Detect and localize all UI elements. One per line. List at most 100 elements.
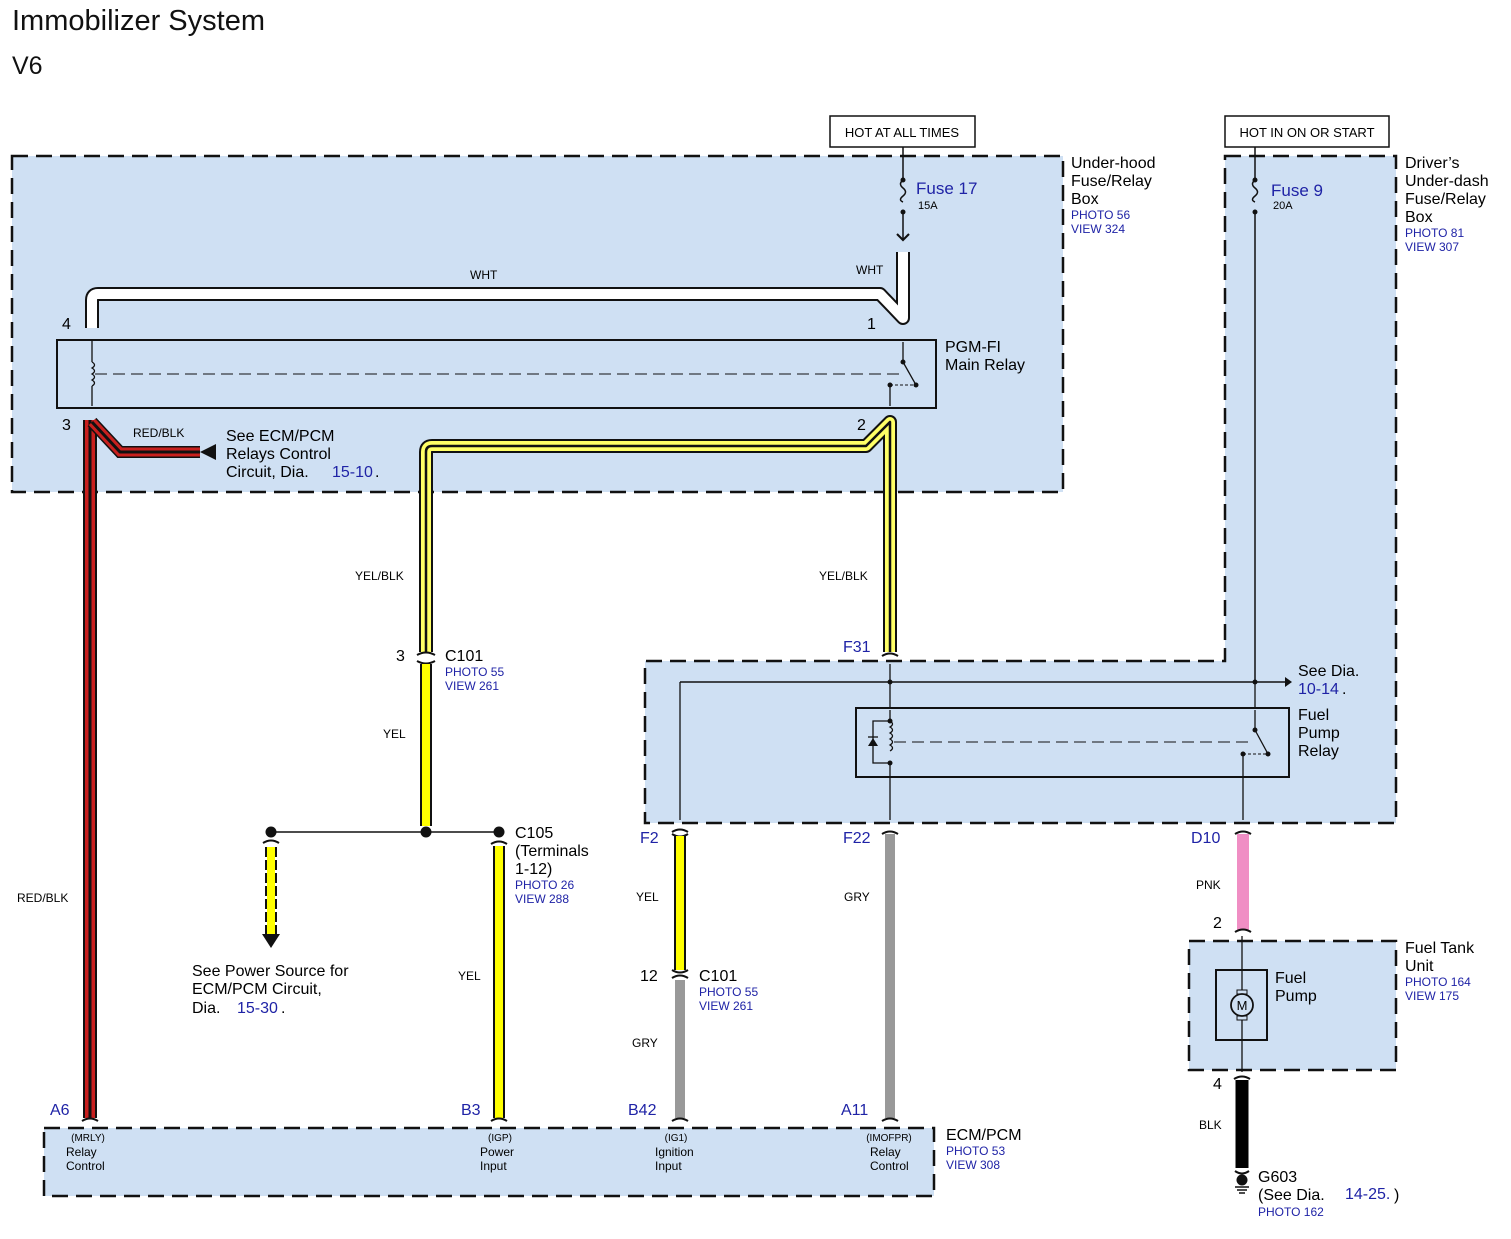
- wire-red-blk: [83, 417, 216, 1118]
- relay-pin-3: 3: [62, 417, 71, 434]
- relay-coil-icon: [90, 340, 900, 406]
- svg-text:C105: C105: [515, 825, 553, 842]
- wire-label-pnk: PNK: [1196, 878, 1221, 892]
- wire-label-yel-blk-right: YEL/BLK: [819, 569, 868, 583]
- c101-top-photo: PHOTO 55: [445, 665, 504, 679]
- svg-text:ECM/PCM: ECM/PCM: [946, 1127, 1022, 1144]
- svg-text:VIEW 307: VIEW 307: [1405, 240, 1459, 254]
- dia-14-25-link[interactable]: 14-25.: [1345, 1186, 1390, 1203]
- c101-bottom-name: C101: [699, 968, 737, 985]
- svg-text:(See Dia.: (See Dia.: [1258, 1187, 1325, 1204]
- fuel-tank-unit-label: Fuel Tank Unit PHOTO 164 VIEW 175: [1405, 940, 1475, 1003]
- svg-text:.: .: [1342, 681, 1346, 698]
- ground-g603-label: G603 (See Dia. 14-25. ) PHOTO 162: [1258, 1169, 1399, 1219]
- ecm-pin-igp: (IGP) Power Input: [480, 1133, 514, 1173]
- wire-label-gry-c101: GRY: [632, 1036, 658, 1050]
- svg-text:Relay: Relay: [66, 1145, 97, 1159]
- wire-yel-power-source: [262, 839, 280, 948]
- svg-text:Circuit, Dia.: Circuit, Dia.: [226, 464, 309, 481]
- wire-pnk: [1234, 830, 1252, 933]
- dia-10-14-link[interactable]: 10-14: [1298, 681, 1339, 698]
- wire-yel-blk: [419, 415, 897, 652]
- svg-text:.: .: [375, 464, 379, 481]
- fuel-tank-unit-box: [1187, 939, 1398, 1072]
- terminal-f31: F31: [843, 639, 871, 656]
- svg-text:(Terminals: (Terminals: [515, 843, 589, 860]
- fuel-pump-relay-wiring: [679, 664, 1292, 820]
- svg-text:(IG1): (IG1): [665, 1133, 688, 1144]
- svg-text:VIEW 288: VIEW 288: [515, 892, 569, 906]
- svg-text:PHOTO 26: PHOTO 26: [515, 878, 574, 892]
- page-title: Immobilizer System: [12, 5, 265, 37]
- ecm-pin-ig1: (IG1) Ignition Input: [655, 1133, 694, 1173]
- c105-label: C105 (Terminals 1-12) PHOTO 26 VIEW 288: [515, 825, 589, 906]
- svg-text:ECM/PCM Circuit,: ECM/PCM Circuit,: [192, 981, 322, 998]
- svg-text:PHOTO 162: PHOTO 162: [1258, 1205, 1324, 1219]
- svg-text:.: .: [281, 1000, 285, 1017]
- fuel-pump-relay-label: Fuel Pump Relay: [1298, 707, 1340, 760]
- svg-text:Unit: Unit: [1405, 958, 1434, 975]
- svg-text:Input: Input: [480, 1159, 507, 1173]
- page-subtitle: V6: [12, 52, 43, 80]
- underdash-box-name: Driver’s Under-dash Fuse/Relay Box PHOTO…: [1405, 155, 1489, 254]
- splice-c105: [265, 826, 505, 838]
- ecm-relays-control-reference: See ECM/PCM Relays Control Circuit, Dia.…: [226, 428, 379, 481]
- terminal-a11: A11: [841, 1102, 868, 1119]
- svg-text:Input: Input: [655, 1159, 682, 1173]
- svg-text:See ECM/PCM: See ECM/PCM: [226, 428, 334, 445]
- wire-label-red-blk-main: RED/BLK: [17, 891, 68, 905]
- svg-text:PHOTO 53: PHOTO 53: [946, 1144, 1005, 1158]
- svg-text:(IGP): (IGP): [488, 1133, 512, 1144]
- fuse-17-label: Fuse 17: [916, 179, 977, 198]
- svg-text:Relay: Relay: [1298, 743, 1339, 760]
- relay-pin-4: 4: [62, 316, 71, 333]
- svg-text:Power: Power: [480, 1145, 514, 1159]
- ecm-pcm-box: [42, 1126, 936, 1198]
- c101-top-name: C101: [445, 648, 483, 665]
- svg-text:Relays Control: Relays Control: [226, 446, 331, 463]
- svg-text:HOT IN ON OR START: HOT IN ON OR START: [1239, 125, 1374, 140]
- svg-text:1-12): 1-12): [515, 861, 552, 878]
- svg-text:HOT AT ALL TIMES: HOT AT ALL TIMES: [845, 125, 959, 140]
- svg-text:Fuse/Relay: Fuse/Relay: [1071, 173, 1152, 190]
- ecm-pcm-label: ECM/PCM PHOTO 53 VIEW 308: [946, 1127, 1022, 1172]
- fuel-pump-motor-icon: M: [1215, 936, 1268, 1072]
- wire-label-blk: BLK: [1199, 1118, 1222, 1132]
- c101-top-pin: 3: [396, 648, 405, 665]
- svg-text:(IMOFPR): (IMOFPR): [866, 1133, 912, 1144]
- ecm-pin-imofpr: (IMOFPR) Relay Control: [866, 1133, 912, 1173]
- fuse-9-rating: 20A: [1273, 200, 1293, 212]
- c101-bottom-pin: 12: [640, 968, 658, 985]
- hot-at-all-times-label: HOT AT ALL TIMES: [829, 115, 976, 148]
- wire-label-wht-h: WHT: [470, 268, 498, 282]
- wire-gry-f22: [881, 830, 899, 1118]
- svg-text:PHOTO 164: PHOTO 164: [1405, 975, 1471, 989]
- svg-text:See Dia.: See Dia.: [1298, 663, 1359, 680]
- wire-label-yel-f2: YEL: [636, 890, 659, 904]
- c101-top-view: VIEW 261: [445, 679, 499, 693]
- svg-text:VIEW 324: VIEW 324: [1071, 222, 1125, 236]
- fuel-pump-label-2: Pump: [1275, 988, 1317, 1005]
- terminal-f2: F2: [640, 830, 659, 847]
- terminal-d10: D10: [1191, 830, 1220, 847]
- dia-15-30-link[interactable]: 15-30: [237, 1000, 278, 1017]
- svg-text:Control: Control: [66, 1159, 105, 1173]
- ecm-terminal-connectors: [81, 1117, 899, 1122]
- svg-text:Fuel Tank: Fuel Tank: [1405, 940, 1475, 957]
- terminal-b42: B42: [628, 1102, 657, 1119]
- terminal-f22: F22: [843, 830, 871, 847]
- svg-text:See Power Source for: See Power Source for: [192, 963, 349, 980]
- dia-15-10-link[interactable]: 15-10: [332, 464, 373, 481]
- svg-text:Box: Box: [1405, 209, 1433, 226]
- svg-text:Driver’s: Driver’s: [1405, 155, 1460, 172]
- c101-bottom-photo: PHOTO 55: [699, 985, 758, 999]
- power-source-reference: See Power Source for ECM/PCM Circuit, Di…: [192, 963, 349, 1017]
- wire-label-yel-c101: YEL: [383, 727, 406, 741]
- fuel-pump-label-1: Fuel: [1275, 970, 1306, 987]
- wire-label-wht-v: WHT: [856, 263, 884, 277]
- svg-text:Pump: Pump: [1298, 725, 1340, 742]
- wire-label-yel-c105: YEL: [458, 969, 481, 983]
- c101-bottom-view: VIEW 261: [699, 999, 753, 1013]
- svg-text:VIEW 175: VIEW 175: [1405, 989, 1459, 1003]
